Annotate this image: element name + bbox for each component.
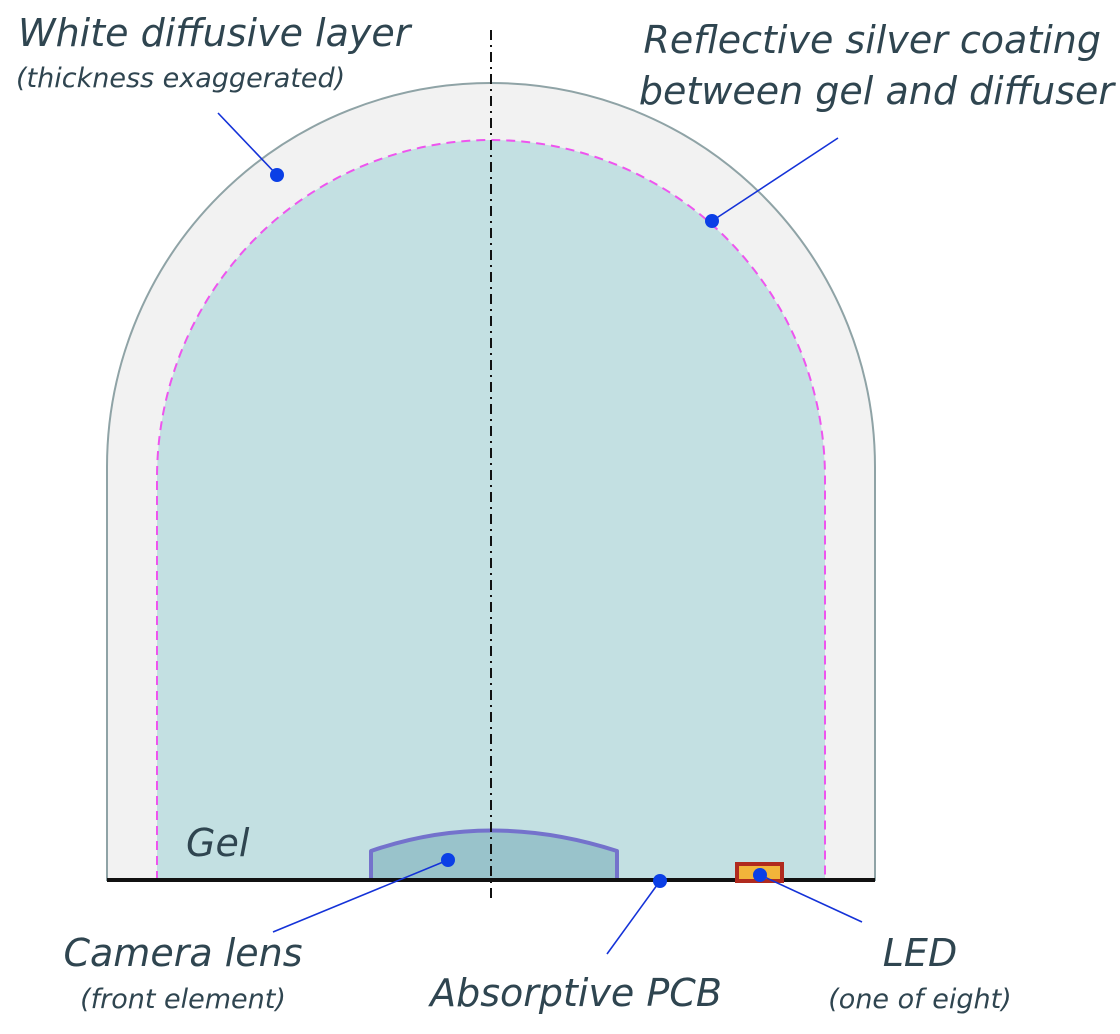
lens-note-label: (front element): [80, 984, 286, 1015]
led-note-label: (one of eight): [828, 984, 1011, 1015]
diffuser-leader-line: [217, 112, 278, 176]
camera-lens: [369, 828, 619, 882]
coating-marker-dot: [705, 214, 719, 228]
reflective-silver-coating: [156, 139, 826, 880]
diffuser-title-label: White diffusive layer: [18, 11, 413, 55]
coating-leader-line: [711, 137, 839, 222]
diffuser-marker-dot: [270, 168, 284, 182]
pcb-label: Absorptive PCB: [427, 971, 722, 1015]
coating-label-line1: Reflective silver coating: [643, 18, 1101, 62]
coating-label-line2: between gel and diffuser: [639, 69, 1116, 113]
pcb-marker-dot: [653, 874, 667, 888]
diffuser-note-label: (thickness exaggerated): [16, 63, 345, 94]
led-marker-dot: [753, 868, 767, 882]
lens-leader-line: [272, 859, 449, 933]
pcb-leader-line: [606, 880, 661, 955]
gel-label: Gel: [186, 821, 250, 865]
led-title-label: LED: [883, 931, 957, 975]
lens-title-label: Camera lens: [63, 931, 302, 975]
lens-marker-dot: [441, 853, 455, 867]
led-leader-line: [759, 874, 863, 923]
gel-body: [157, 140, 825, 880]
